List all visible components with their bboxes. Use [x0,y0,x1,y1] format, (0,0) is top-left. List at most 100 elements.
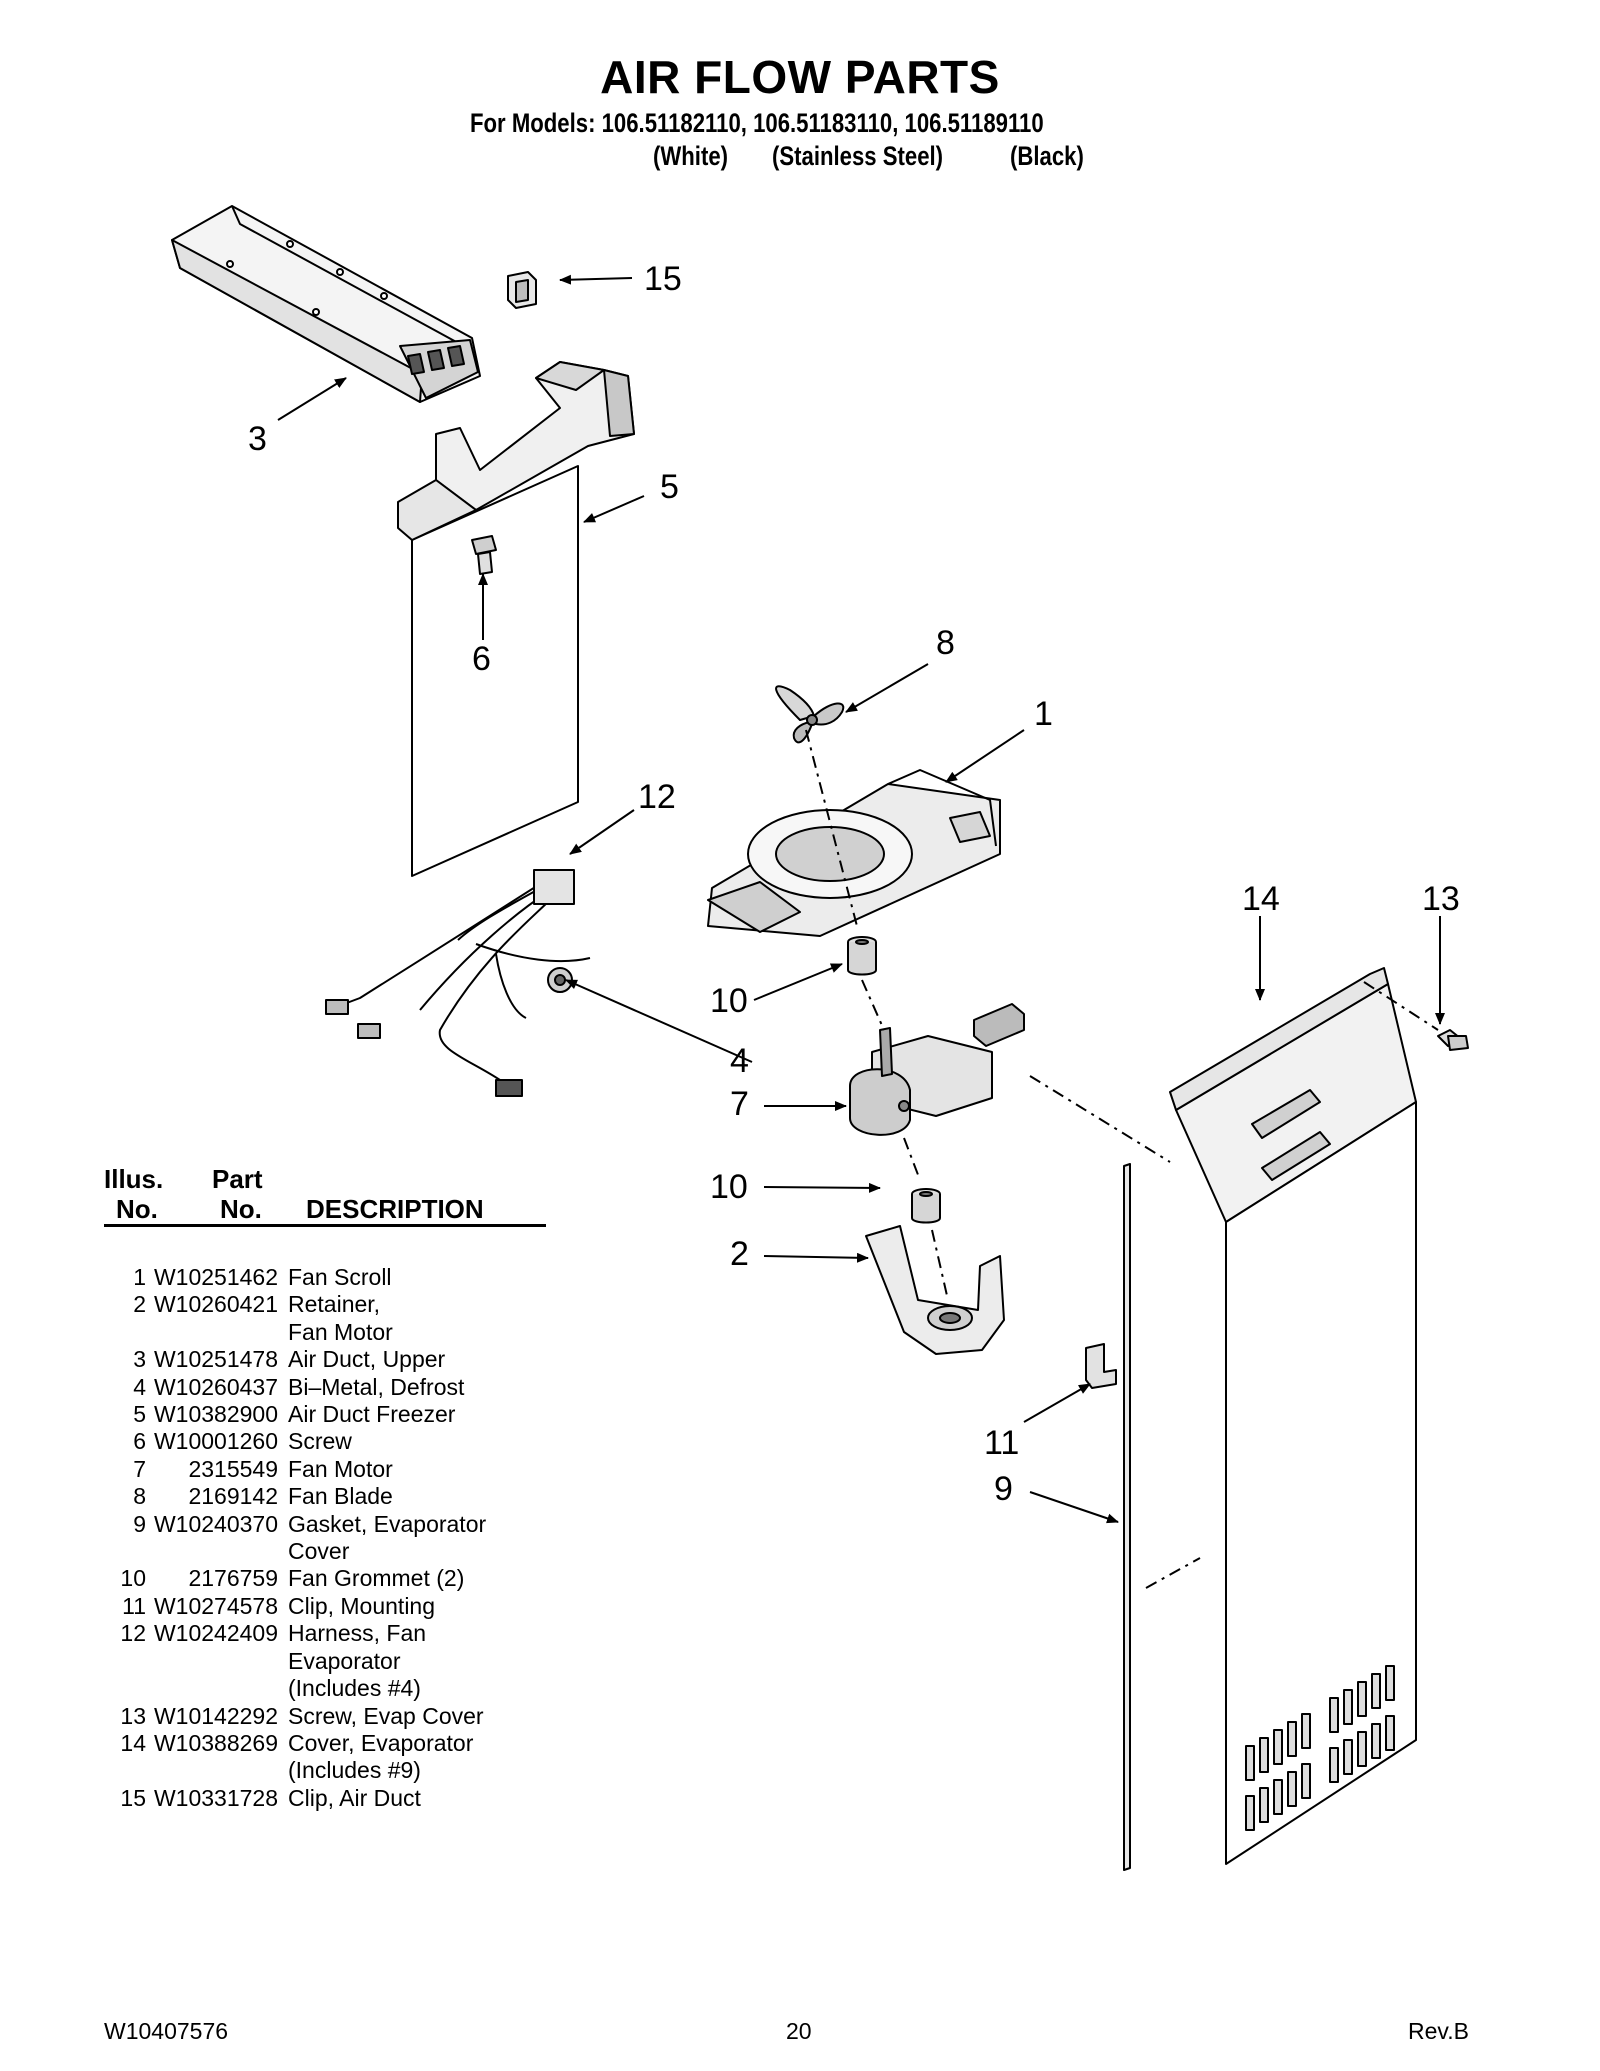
table-row: 2 W10260421 Retainer, [104,1291,564,1318]
part-no: 2169142 [188,1483,278,1510]
table-row: 13 W10142292 Screw, Evap Cover [104,1703,564,1730]
part-description: Fan Motor [288,1455,393,1482]
table-row: 15 W10331728 Clip, Air Duct [104,1785,564,1812]
part-no: W10242409 [153,1620,278,1647]
fan-grommet-lower-part [911,1188,941,1224]
page-title: AIR FLOW PARTS [600,51,1000,103]
part-description: Clip, Air Duct [288,1784,421,1811]
part-description: Fan Blade [288,1483,393,1510]
table-row: Evaporator [104,1648,564,1675]
callout-14: 14 [1242,880,1280,918]
revision: Rev.B [1408,2018,1469,2044]
fan-harness-part [325,869,591,1097]
callout-1: 1 [1034,695,1053,733]
variant-white: (White) [653,141,729,171]
callout-2: 2 [730,1235,749,1273]
part-description: Screw, Evap Cover [288,1702,484,1729]
illus-no: 14 [120,1729,146,1756]
air-duct-freezer-part [397,361,635,877]
callout-10-upper: 10 [710,982,748,1020]
part-description: Air Duct Freezer [288,1401,456,1428]
evaporator-gasket-part [1123,1163,1131,1871]
table-row: Fan Motor [104,1319,564,1346]
illus-no: 15 [120,1784,146,1811]
document-number: W10407576 [104,2018,229,2044]
part-description: Air Duct, Upper [288,1346,446,1373]
callout-4: 4 [730,1042,749,1080]
illus-no: 6 [133,1428,146,1455]
part-no: W10274578 [153,1592,278,1619]
table-row: Cover [104,1538,564,1565]
part-no: W10251462 [153,1264,278,1290]
part-no: W10001260 [153,1428,278,1455]
models-subtitle: For Models: 106.51182110, 106.51183110, … [470,108,1044,138]
fan-blade-part [775,685,845,744]
table-row: (Includes #4) [104,1675,564,1702]
callout-5: 5 [660,468,679,506]
part-no: W10260421 [153,1291,278,1318]
callout-10-lower: 10 [710,1168,748,1206]
callout-8: 8 [936,624,955,662]
air-duct-clip-part [507,271,537,309]
part-no: 2176759 [188,1565,278,1592]
callout-labels: 1 2 3 4 5 6 7 8 9 10 10 11 12 13 14 15 [248,260,1460,1508]
callout-13: 13 [1422,880,1460,918]
part-description: Gasket, Evaporator [288,1510,487,1537]
fan-scroll-part [707,769,1001,937]
leader-arrows [277,274,1445,1524]
header-illus-no: No. [116,1194,158,1224]
illus-no: 2 [133,1291,146,1318]
evap-cover-screw-part [1437,1029,1469,1051]
callout-7: 7 [730,1085,749,1123]
callout-15: 15 [644,260,682,298]
header-part-no: No. [220,1194,262,1224]
table-row: 6 W10001260 Screw [104,1428,564,1455]
callout-11: 11 [984,1424,1019,1462]
part-description: Clip, Mounting [288,1592,436,1619]
callout-6: 6 [472,640,491,678]
evaporator-cover-part [1169,967,1417,1865]
part-description: Retainer, [288,1291,381,1318]
variant-stainless: (Stainless Steel) [772,141,944,171]
fan-motor-part [849,1003,1025,1136]
header-illus: Illus. [104,1164,164,1194]
part-description: Cover, Evaporator [288,1729,474,1756]
header-description: DESCRIPTION [306,1194,484,1224]
part-description: Screw [288,1428,352,1455]
part-no: W10331728 [153,1784,278,1811]
fan-grommet-upper-part [847,936,877,976]
mounting-clip-part [1085,1343,1117,1389]
part-no: W10142292 [153,1702,278,1729]
air-duct-upper-part [171,205,481,403]
part-description: Cover [288,1538,350,1565]
screw-part [471,535,497,575]
table-row: 11 W10274578 Clip, Mounting [104,1593,564,1620]
illus-no: 7 [133,1455,146,1482]
callout-12: 12 [638,778,676,816]
page-number: 20 [786,2018,812,2044]
illus-no: 13 [120,1702,146,1729]
part-description: Harness, Fan [288,1620,427,1647]
illus-no: 12 [120,1620,146,1647]
illus-no: 9 [133,1510,146,1537]
table-row: (Includes #9) [104,1757,564,1784]
part-no: W10260437 [153,1373,278,1400]
header-part: Part [212,1164,263,1194]
illus-no: 11 [122,1592,146,1619]
fan-motor-retainer-part [865,1225,1005,1355]
illus-no: 10 [120,1565,146,1592]
part-description: Evaporator [288,1647,401,1674]
illus-no: 8 [133,1483,146,1510]
illus-no: 4 [133,1373,146,1400]
variant-black: (Black) [1010,141,1084,171]
callout-9: 9 [994,1470,1013,1508]
